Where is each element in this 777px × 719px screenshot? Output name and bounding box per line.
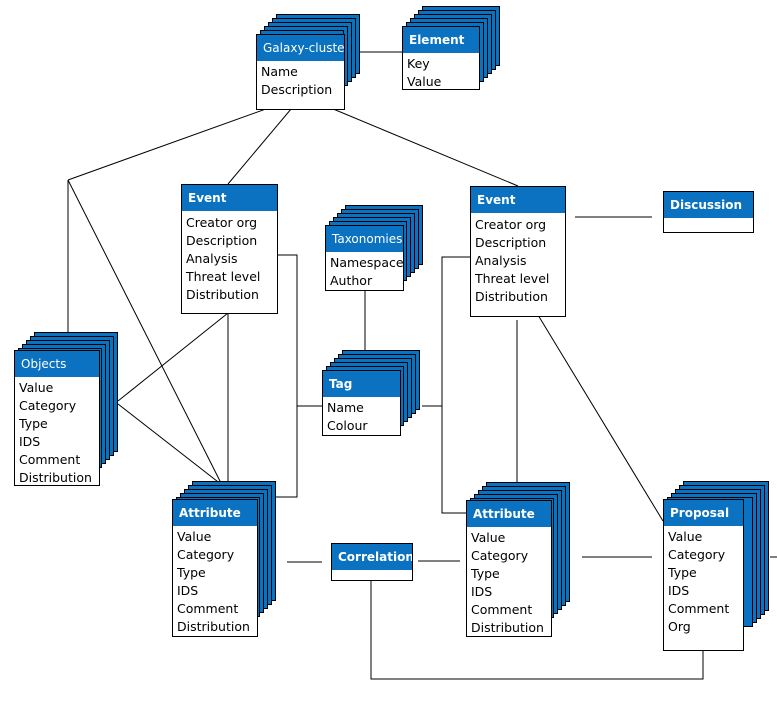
attribute-left-entity[interactable]: Attribute Value Category Type IDS Commen…	[172, 481, 277, 638]
objects-entity[interactable]: Objects Value Category Type IDS Comment …	[14, 332, 119, 487]
connector	[270, 254, 298, 498]
field-label: Description	[475, 235, 547, 250]
connector	[370, 581, 704, 680]
field-label: Distribution	[177, 619, 250, 634]
field-label: Comment	[177, 601, 239, 616]
field-label: Category	[19, 398, 77, 413]
field-list: Value Category Type IDS Comment Distribu…	[173, 526, 257, 636]
entity-title: Taxonomies	[326, 226, 403, 252]
field-label: Category	[471, 548, 529, 563]
field-label: Distribution	[475, 289, 548, 304]
field-label: IDS	[668, 583, 690, 598]
entity-title: Proposal	[664, 500, 743, 526]
field-label: Value	[407, 74, 442, 89]
field-label: Type	[19, 416, 48, 431]
field-label: Org	[668, 619, 691, 634]
connector	[117, 403, 223, 486]
entity-title: Correlation	[332, 544, 412, 570]
field-label: IDS	[177, 583, 199, 598]
entity-title: Objects	[15, 351, 99, 377]
proposal-entity[interactable]: Proposal Value Category Type IDS Comment…	[663, 481, 771, 651]
field-label: Creator org	[186, 215, 258, 230]
field-label: Value	[177, 529, 212, 544]
field-label: Type	[471, 566, 500, 581]
entity-title: Tag	[323, 371, 400, 397]
field-list: Value Category Type IDS Comment Distribu…	[467, 527, 551, 637]
connector	[67, 95, 303, 181]
connector	[117, 312, 229, 402]
connector	[537, 314, 664, 522]
field-list: Value Category Type IDS Comment Distribu…	[15, 377, 99, 487]
field-label: Value	[471, 530, 506, 545]
field-label: Distribution	[471, 620, 544, 635]
correlation-entity[interactable]: Correlation	[331, 543, 413, 581]
entity-title: Element	[403, 27, 479, 53]
connector	[67, 179, 223, 486]
field-list: Namespace Author	[326, 252, 404, 290]
field-label: Type	[668, 565, 697, 580]
field-label: Type	[177, 565, 206, 580]
attribute-right-entity[interactable]: Attribute Value Category Type IDS Commen…	[466, 482, 572, 638]
galaxy-cluster-entity[interactable]: Galaxy-cluster Name Description	[256, 14, 360, 110]
field-label: IDS	[19, 434, 41, 449]
connector	[301, 95, 519, 187]
field-label: Category	[177, 547, 235, 562]
entity-title: Event	[182, 185, 277, 211]
field-label: Distribution	[19, 470, 92, 485]
connector	[441, 256, 470, 514]
element-entity[interactable]: Element Key Value	[402, 6, 502, 92]
field-list: Creator org Description Analysis Threat …	[182, 211, 277, 304]
field-list: Name Colour	[323, 397, 400, 435]
taxonomies-entity[interactable]: Taxonomies Namespace Author	[325, 205, 425, 291]
field-label: Analysis	[186, 251, 238, 266]
field-label: Value	[19, 380, 54, 395]
field-label: Comment	[668, 601, 730, 616]
field-label: Name	[261, 64, 298, 79]
field-label: Creator org	[475, 217, 547, 232]
tag-entity[interactable]: Tag Name Colour	[322, 350, 422, 438]
field-list: Value Category Type IDS Comment Org	[664, 526, 743, 636]
entity-title: Event	[471, 187, 565, 213]
entity-title: Galaxy-cluster	[257, 35, 344, 61]
field-label: Author	[330, 273, 373, 288]
field-label: Colour	[327, 418, 368, 433]
field-label: Name	[327, 400, 364, 415]
field-label: Key	[407, 56, 430, 71]
event-right-entity[interactable]: Event Creator org Description Analysis T…	[470, 186, 566, 317]
field-label: Comment	[19, 452, 81, 467]
event-left-entity[interactable]: Event Creator org Description Analysis T…	[181, 184, 278, 314]
discussion-entity[interactable]: Discussion	[663, 191, 754, 233]
field-list: Name Description	[257, 61, 344, 99]
field-label: IDS	[471, 584, 493, 599]
field-label: Namespace	[330, 255, 404, 270]
connector	[227, 95, 303, 185]
field-list: Creator org Description Analysis Threat …	[471, 213, 565, 306]
entity-title: Attribute	[467, 501, 551, 527]
field-label: Threat level	[186, 269, 261, 284]
field-label: Distribution	[186, 287, 259, 302]
field-label: Analysis	[475, 253, 527, 268]
entity-title: Attribute	[173, 500, 257, 526]
field-label: Comment	[471, 602, 533, 617]
entity-title: Discussion	[664, 192, 753, 218]
field-list: Key Value	[403, 53, 479, 91]
field-label: Value	[668, 529, 703, 544]
field-label: Description	[261, 82, 333, 97]
field-label: Threat level	[475, 271, 550, 286]
field-label: Category	[668, 547, 726, 562]
field-label: Description	[186, 233, 258, 248]
